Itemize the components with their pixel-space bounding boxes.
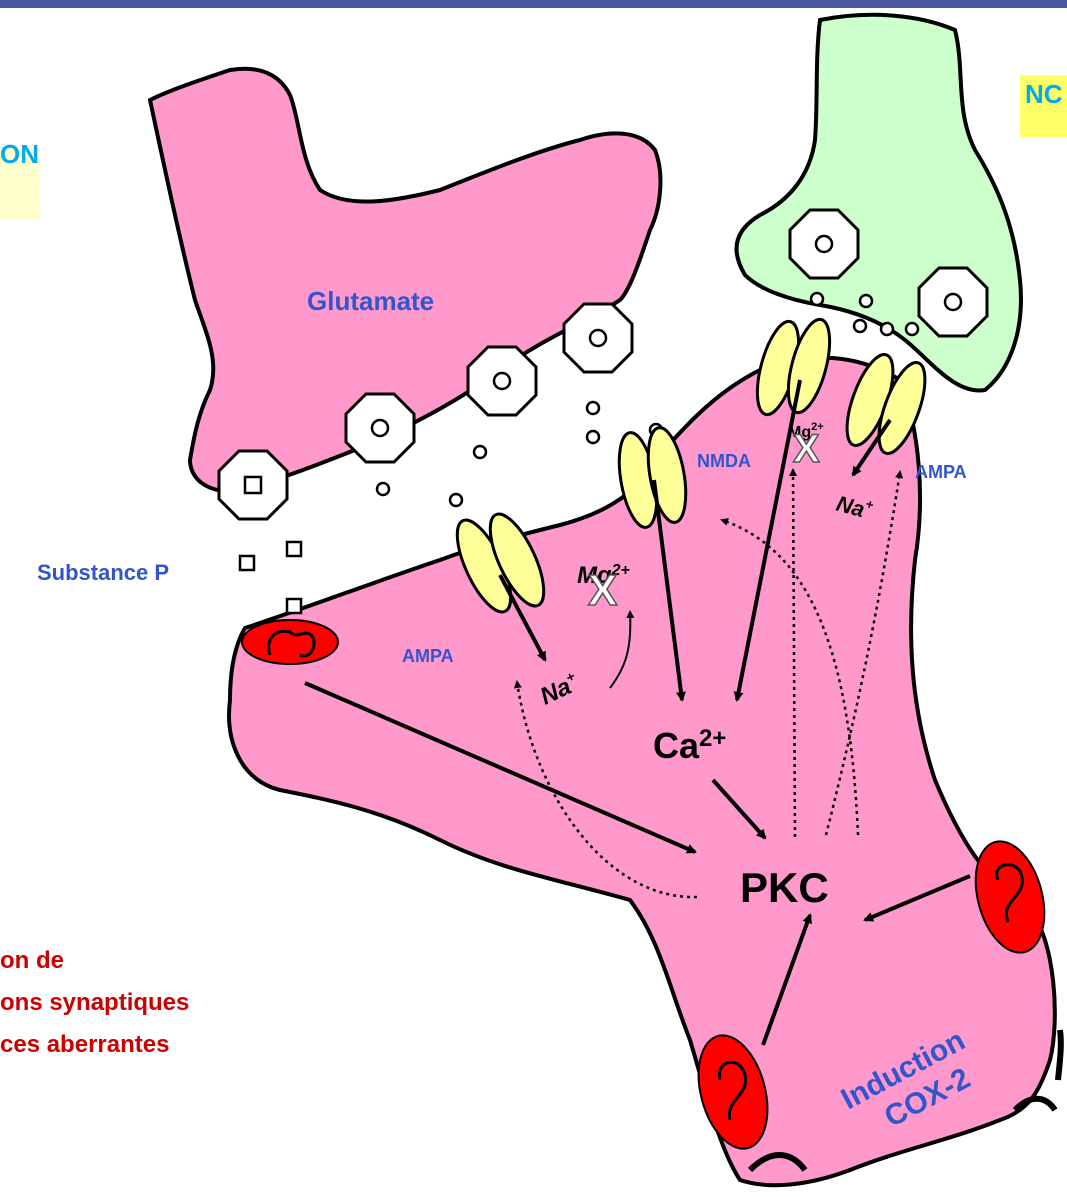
- block-x-right: X: [793, 427, 820, 471]
- ampa-right-label: AMPA: [915, 462, 967, 482]
- on-fragment-label: ON: [0, 139, 39, 169]
- vesicle-octagon: [790, 210, 858, 278]
- ampa-left-label: AMPA: [402, 646, 454, 666]
- top-bar: [0, 0, 1067, 8]
- vesicle-octagon: [468, 347, 536, 415]
- block-x-left: X: [588, 566, 617, 615]
- svg-text:ons synaptiques: ons synaptiques: [0, 989, 189, 1016]
- vesicle-octagon: [564, 304, 632, 372]
- nmda-label: NMDA: [697, 451, 751, 471]
- nc-fragment-label: NC: [1025, 79, 1063, 109]
- vesicle-octagon: [919, 268, 987, 336]
- pkc-label: PKC: [740, 864, 829, 911]
- svg-text:on de: on de: [0, 947, 64, 974]
- substance-p-label: Substance P: [37, 560, 169, 585]
- substance-p-molecules: [240, 542, 301, 613]
- svg-text:ces aberrantes: ces aberrantes: [0, 1031, 169, 1058]
- glutamate-label: Glutamate: [307, 286, 434, 316]
- vesicle-octagon: [346, 394, 414, 462]
- red-text-block: on de ons synaptiques ces aberrantes: [0, 947, 189, 1058]
- vesicle-octagon: [219, 451, 287, 519]
- mitochondrion-left: [242, 620, 338, 664]
